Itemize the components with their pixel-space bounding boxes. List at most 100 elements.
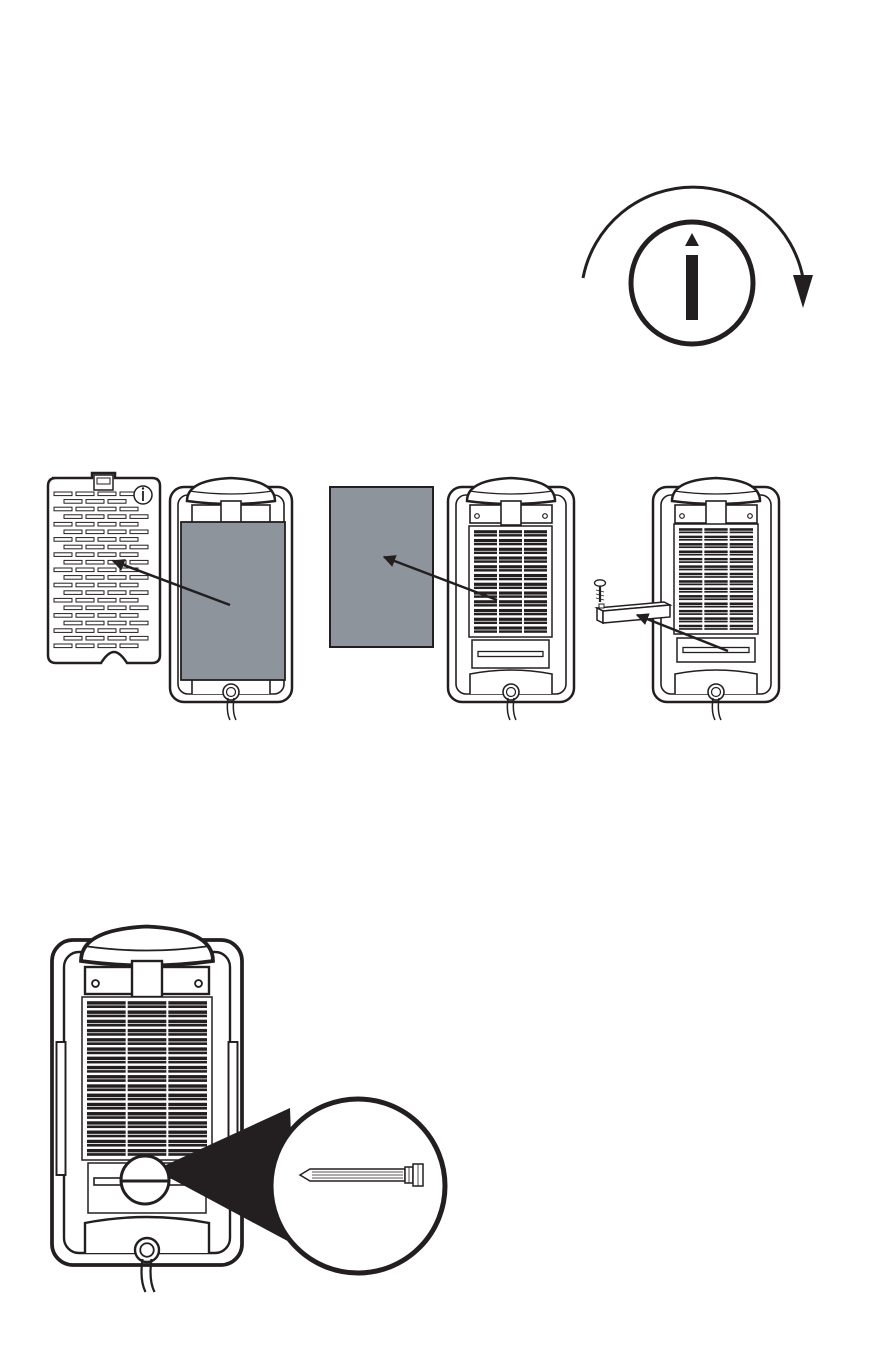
grille-slot xyxy=(130,621,148,625)
grille-slot xyxy=(64,636,82,640)
filter-cell xyxy=(168,1140,207,1147)
unit-lamp-compartment xyxy=(653,478,779,720)
unit-uv-lamp-view xyxy=(52,927,242,1293)
grille-slot xyxy=(54,614,72,618)
grille-slot xyxy=(54,522,72,526)
grille-slot xyxy=(86,500,104,504)
back-grille xyxy=(48,473,160,663)
grille-slot xyxy=(76,553,94,557)
grille-slot xyxy=(86,545,104,549)
grille-slot xyxy=(98,598,116,602)
grille-slot xyxy=(86,576,104,580)
grille-slot xyxy=(86,636,104,640)
grille-slot xyxy=(76,629,94,633)
grille-slot xyxy=(98,614,116,618)
grille-slot xyxy=(86,530,104,534)
grille-slot xyxy=(64,530,82,534)
grille-slot xyxy=(98,492,116,496)
grille-slot xyxy=(130,576,148,580)
grille-slot xyxy=(130,606,148,610)
grille-slot xyxy=(54,507,72,511)
filter-cell xyxy=(128,1140,167,1147)
grille-slot xyxy=(64,621,82,625)
grille-slot xyxy=(120,644,138,648)
grille-slot xyxy=(54,644,72,648)
grille-slot xyxy=(54,538,72,542)
grille-slot xyxy=(108,606,126,610)
info-marker-stem xyxy=(686,255,698,320)
grille-slot xyxy=(54,583,72,587)
grille-slot xyxy=(98,568,116,572)
screw-hole xyxy=(748,514,753,519)
cord-port-inner xyxy=(140,1243,154,1257)
hepa-filter-panel xyxy=(330,487,433,647)
grille-slot xyxy=(54,492,72,496)
grille-slot xyxy=(98,507,116,511)
grille-slot xyxy=(76,522,94,526)
screw-hole xyxy=(195,980,202,987)
screw-icon xyxy=(595,580,606,602)
screw-hole xyxy=(92,980,99,987)
grille-slot xyxy=(120,583,138,587)
grille-slot xyxy=(64,560,82,564)
latch xyxy=(501,501,521,525)
latch xyxy=(706,501,726,525)
grille-slot xyxy=(98,644,116,648)
uv-lamp-figure xyxy=(52,927,445,1293)
grille-slot xyxy=(98,522,116,526)
grille-slot xyxy=(120,522,138,526)
grille-slot xyxy=(108,591,126,595)
grille-slot xyxy=(108,500,126,504)
grille-slot xyxy=(86,621,104,625)
grille-slot xyxy=(98,553,116,557)
unit-with-pre-filter xyxy=(170,478,292,720)
grille-slot xyxy=(120,614,138,618)
handle xyxy=(187,478,275,504)
grille-slot xyxy=(64,591,82,595)
grille-slot xyxy=(86,591,104,595)
rotate-unit-figure xyxy=(583,187,813,344)
grille-slot xyxy=(120,553,138,557)
filter-removal-figure xyxy=(48,473,779,720)
grille-slot xyxy=(130,545,148,549)
grille-slot xyxy=(130,591,148,595)
grille-slot xyxy=(120,629,138,633)
grille-slot xyxy=(54,629,72,633)
unit-with-hepa-filter xyxy=(448,478,574,720)
screw-hole xyxy=(475,514,480,519)
grille-slot xyxy=(130,560,148,564)
grille-slot xyxy=(108,621,126,625)
grille-slot xyxy=(108,515,126,519)
handle xyxy=(467,478,555,504)
grille-slot xyxy=(76,598,94,602)
grille-slot xyxy=(76,583,94,587)
grille-slot xyxy=(54,553,72,557)
grille-slot xyxy=(86,515,104,519)
grille-slot xyxy=(98,583,116,587)
grille-slot xyxy=(130,530,148,534)
side-rail xyxy=(57,1042,66,1175)
uv-lamp xyxy=(478,652,543,657)
grille-slot xyxy=(54,568,72,572)
grille-slot xyxy=(54,598,72,602)
grille-slot xyxy=(120,507,138,511)
grille-slot xyxy=(130,515,148,519)
grille-slot xyxy=(76,568,94,572)
grille-slot xyxy=(108,530,126,534)
grille-slot xyxy=(108,576,126,580)
cord-port-inner xyxy=(712,688,721,697)
filter-cell xyxy=(87,1140,126,1147)
grille-slot xyxy=(76,507,94,511)
grille-slot xyxy=(130,636,148,640)
grille-slot xyxy=(64,545,82,549)
grille-slot xyxy=(64,515,82,519)
grille-slot xyxy=(76,614,94,618)
screw-hole xyxy=(543,514,548,519)
grille-slot xyxy=(86,560,104,564)
grille-slot xyxy=(64,576,82,580)
cord-port-inner xyxy=(507,688,516,697)
grille-slot xyxy=(98,629,116,633)
grille-slot xyxy=(108,636,126,640)
grille-slot xyxy=(120,538,138,542)
